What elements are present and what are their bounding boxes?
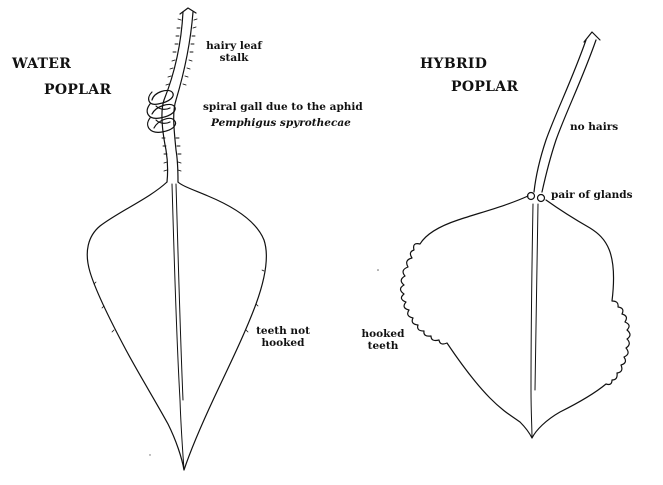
- spiral-gall-label: spiral gall due to the aphid: [203, 101, 363, 113]
- pair-of-glands-label: pair of glands: [551, 189, 633, 201]
- hooked-teeth-label: hooked teeth: [361, 328, 405, 352]
- aphid-species-label: Pemphigus spyrothecae: [211, 117, 351, 129]
- hybrid-poplar-petiole: [534, 40, 596, 192]
- teeth-not-hooked-label: teeth not hooked: [252, 325, 314, 349]
- water-poplar-leaf: [87, 8, 266, 470]
- water-poplar-petiole: [162, 12, 193, 182]
- hybrid-poplar-title-line2: POPLAR: [451, 79, 518, 95]
- water-poplar-title-line1: WATER: [12, 56, 71, 72]
- hairy-leaf-stalk-label: hairy leaf stalk: [203, 40, 265, 64]
- hybrid-poplar-title-line1: HYBRID: [420, 56, 487, 72]
- hybrid-poplar-blade: [401, 196, 631, 438]
- water-poplar-title-line2: POPLAR: [44, 82, 111, 98]
- water-poplar-midrib: [172, 184, 184, 470]
- gland-right: [538, 195, 545, 202]
- hybrid-poplar-midrib: [531, 204, 538, 438]
- no-hairs-label: no hairs: [570, 121, 618, 133]
- spiral-gall: [147, 90, 175, 132]
